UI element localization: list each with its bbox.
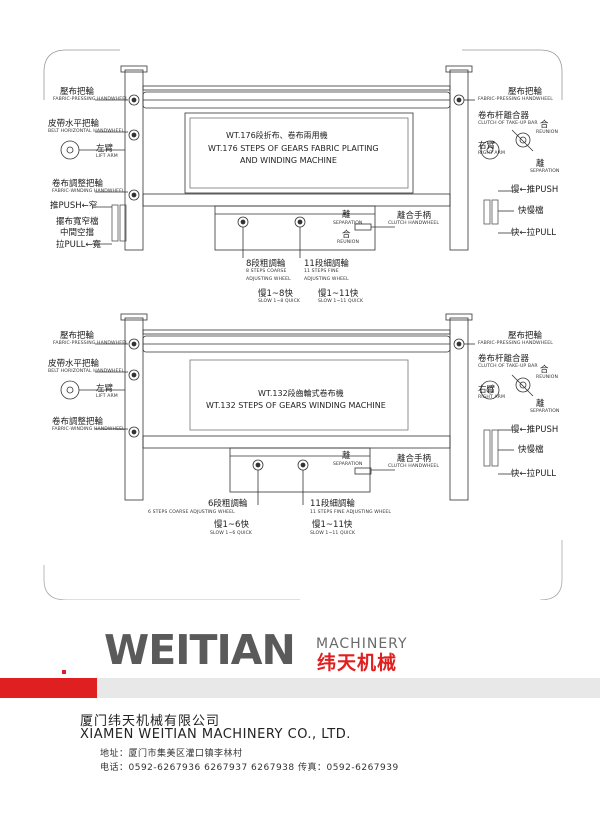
diagram2-title-en: WT.132 STEPS OF GEARS WINDING MACHINE	[206, 401, 386, 410]
d2-sep-en: SEPARATION	[333, 462, 363, 467]
diagram2-title-cn: WT.132段齒輪式卷布機	[258, 389, 344, 398]
d1-separation-cn: 離	[536, 159, 545, 169]
d2-right-label-3-en: RIGHT ARM	[478, 395, 506, 400]
d1-coarse-en-2: ADJUSTING WHEEL	[246, 277, 291, 282]
d2-reunion-en: REUNION	[536, 375, 558, 380]
d1-reunion-cn: 合	[540, 120, 549, 130]
d1-speed1-en: SLOW 1~8 QUICK	[258, 299, 301, 304]
diagram1-title-cn: WT.176段折布、卷布兩用機	[226, 131, 328, 140]
d2-left-label-2-cn: 皮帶水平把輪	[48, 359, 100, 369]
brand-logo-word: WEITIAN	[104, 626, 296, 674]
company-name-en: XIAMEN WEITIAN MACHINERY CO., LTD.	[80, 727, 351, 742]
d1-speed-gear: 快慢檔	[518, 206, 544, 216]
d1-left-label-1-cn: 壓布把輪	[60, 87, 95, 97]
d1-speed1-cn: 慢1~8快	[258, 289, 293, 299]
d2-left-label-3-en: LIFT ARM	[96, 394, 118, 399]
gray-bar	[97, 678, 600, 698]
d1-fine-en-2: ADJUSTING WHEEL	[304, 277, 349, 282]
d1-clutch-en: CLUTCH HANDWHEEL	[388, 221, 440, 226]
d2-speed2-en: SLOW 1~11 QUICK	[310, 531, 356, 536]
d1-width-adjust: 擺布寬窄檔	[56, 217, 99, 227]
d2-right-label-1-cn: 壓布把輪	[508, 331, 543, 341]
d1-right-label-2-cn: 卷布杆離合器	[478, 111, 530, 121]
brand-logo-machinery: MACHINERY	[316, 636, 408, 652]
brand-stripe	[0, 670, 600, 698]
d2-coarse-cn: 6段粗調輪	[208, 499, 248, 509]
d1-right-label-2-en: CLUTCH OF TAKE-UP BAR	[478, 121, 538, 126]
d2-right-label-1-en: FABRIC-PRESSING HANDWHEEL	[478, 341, 553, 346]
d2-speed1-en: SLOW 1~6 QUICK	[210, 531, 253, 536]
d2-speed1-cn: 慢1~6快	[214, 520, 249, 530]
d1-slow-push: 慢←推PUSH	[511, 185, 559, 195]
d1-clutch-cn: 離合手柄	[397, 211, 432, 221]
d2-separation-cn: 離	[536, 399, 545, 409]
d1-fast-pull: 快←拉PULL	[511, 228, 556, 238]
diagram1-title-en-1: WT.176 STEPS OF GEARS FABRIC PLAITING	[208, 144, 379, 153]
d2-clutch-cn: 離合手柄	[397, 454, 432, 464]
company-address: 地址：厦门市集美区灌口镇李林村	[100, 749, 243, 759]
machine-diagrams	[43, 49, 563, 600]
d1-coarse-en-1: 8 STEPS COARSE	[246, 269, 287, 274]
d1-speed2-cn: 慢1~11快	[318, 289, 359, 299]
d2-fine-cn: 11段細調輪	[310, 499, 355, 509]
brand-logo-cn: 纬天机械	[317, 652, 398, 674]
d1-right-label-3-en: RIGHT ARM	[478, 151, 506, 156]
d1-right-label-1-cn: 壓布把輪	[508, 87, 543, 97]
d2-separation-en: SEPARATION	[530, 409, 560, 414]
d2-coarse-en: 6 STEPS COARSE ADJUSTING WHEEL	[148, 510, 235, 515]
d1-left-label-3-en: LIFT ARM	[96, 154, 118, 159]
diagram2-machine	[60, 313, 534, 505]
d2-reunion-cn: 合	[540, 365, 549, 375]
d1-right-label-3-cn: 右臂	[478, 141, 496, 151]
d2-right-label-2-en: CLUTCH OF TAKE-UP BAR	[478, 364, 538, 369]
d1-right-label-1-en: FABRIC-PRESSING HANDWHEEL	[478, 97, 553, 102]
d2-left-label-1-en: FABRIC-PRESSING HANDWHEEL	[53, 341, 128, 346]
d2-left-label-2-en: BELT HORIZONTAL HANDWHEEL	[48, 369, 125, 374]
d1-left-label-2-en: BELT HORIZONTAL HANDWHEEL	[48, 129, 125, 134]
d1-left-label-1-en: FABRIC-PRESSING HANDWHEEL	[53, 97, 128, 102]
d1-left-label-2-cn: 皮帶水平把輪	[48, 119, 100, 129]
red-dot	[62, 670, 66, 674]
d2-left-label-3-cn: 左臂	[96, 384, 114, 394]
d1-push-narrow: 推PUSH←窄	[50, 201, 98, 211]
d1-separation-en: SEPARATION	[530, 169, 560, 174]
d2-clutch-en: CLUTCH HANDWHEEL	[388, 464, 440, 469]
d2-left-label-4-en: FABRIC-WINDING HANDWHEEL	[52, 427, 125, 432]
d1-left-label-4-en: FABRIC-WINDING HANDWHEEL	[52, 189, 125, 194]
d2-fast-pull: 快←拉PULL	[511, 469, 556, 479]
d1-reu-en: REUNION	[337, 240, 359, 245]
d2-slow-push: 慢←推PUSH	[511, 425, 559, 435]
d1-fine-cn: 11段細調輪	[304, 259, 349, 269]
d1-sep-en: SEPARATION	[333, 221, 363, 226]
d1-left-label-4-cn: 卷布調整把輪	[52, 179, 104, 189]
d1-neutral-gear: 中間空擋	[60, 228, 95, 238]
accent-red-bar	[0, 678, 97, 698]
d1-fine-en-1: 11 STEPS FINE	[304, 269, 339, 274]
d1-speed2-en: SLOW 1~11 QUICK	[318, 299, 364, 304]
d2-right-label-3-cn: 右臂	[478, 385, 496, 395]
d1-sep-cn: 離	[342, 210, 351, 220]
d1-reu-cn: 合	[342, 230, 351, 240]
d1-coarse-cn: 8段粗調輪	[246, 259, 286, 269]
diagram1-title-en-2: AND WINDING MACHINE	[240, 156, 337, 165]
d2-left-label-4-cn: 卷布調整把輪	[52, 417, 104, 427]
d2-speed-gear: 快慢檔	[518, 445, 544, 455]
d2-left-label-1-cn: 壓布把輪	[60, 331, 95, 341]
d1-reunion-en: REUNION	[536, 130, 558, 135]
d1-left-label-3-cn: 左臂	[96, 144, 114, 154]
company-phone: 电话：0592-6267936 6267937 6267938 传真：0592-…	[100, 763, 399, 773]
d2-fine-en: 11 STEPS FINE ADJUSTING WHEEL	[310, 510, 392, 515]
d2-sep-cn: 離	[342, 451, 351, 461]
d2-speed2-cn: 慢1~11快	[312, 520, 353, 530]
d2-right-label-2-cn: 卷布杆離合器	[478, 354, 530, 364]
d1-pull-wide: 拉PULL←寬	[56, 240, 101, 250]
diagram1-machine	[60, 65, 534, 258]
company-name-cn: 厦门纬天机械有限公司	[80, 714, 221, 729]
